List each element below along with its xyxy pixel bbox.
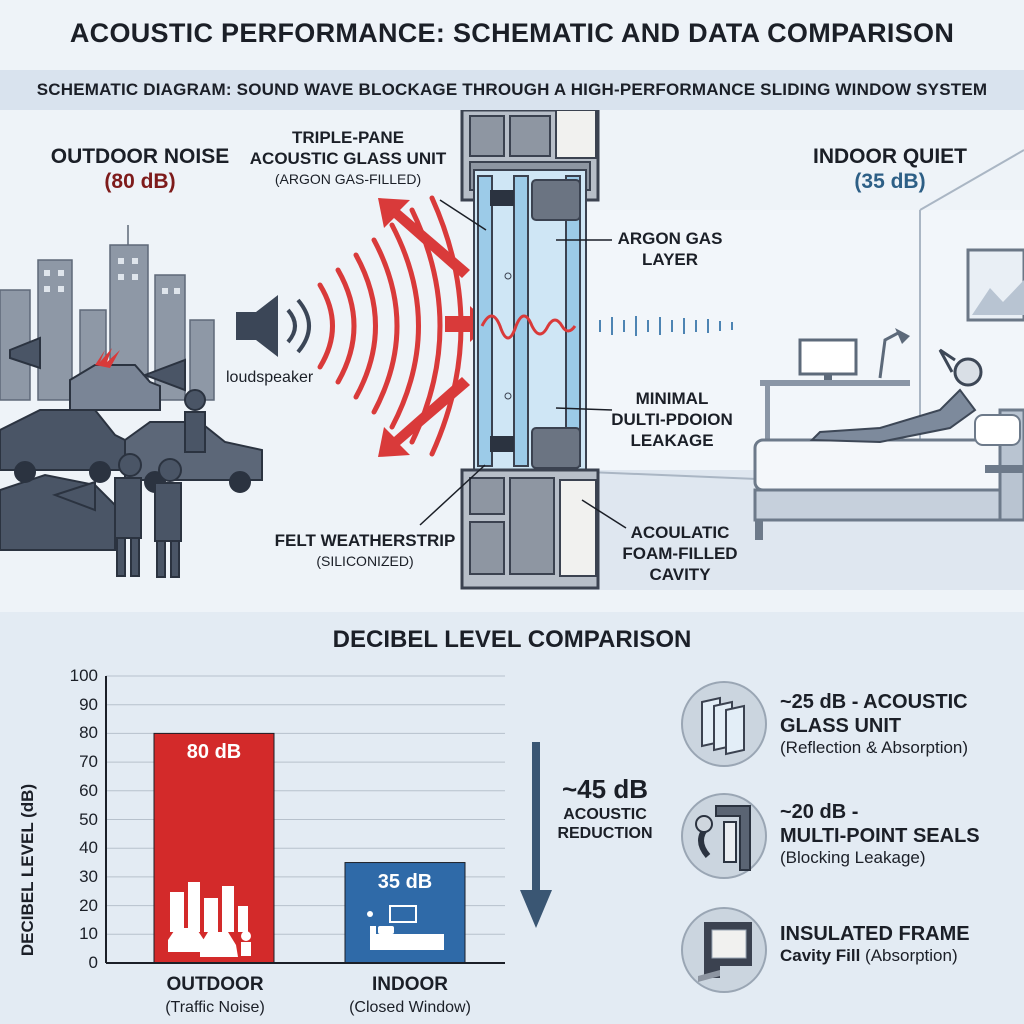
seal-icon (681, 793, 767, 879)
indoor-quiet-level: (35 dB) (854, 170, 926, 193)
felt-weatherstrip-callout: FELT WEATHERSTRIP (SILICONIZED) (274, 531, 456, 569)
y-tick-label: 0 (88, 953, 98, 972)
traffic-illustration (0, 336, 263, 578)
y-tick-label: 40 (79, 838, 98, 858)
category-indoor: INDOOR (Closed Window) (349, 974, 471, 1016)
bedroom-icon (367, 905, 444, 950)
indoor-quiet-label: INDOOR QUIET (812, 145, 967, 168)
y-tick-label: 70 (79, 752, 98, 772)
glass-panes-icon (681, 681, 767, 767)
y-tick-label: 30 (79, 866, 98, 886)
legend-frame: INSULATED FRAME Cavity Fill (Absorption) (780, 923, 970, 965)
argon-gas-callout: ARGON GAS LAYER (617, 229, 723, 269)
loudspeaker-icon (236, 295, 311, 357)
insulated-frame-icon (681, 907, 767, 993)
category-outdoor: OUTDOOR (Traffic Noise) (165, 974, 265, 1016)
transmitted-wave (480, 314, 577, 340)
residual-wave (599, 316, 733, 336)
bar-data-label: 80 dB (186, 741, 242, 764)
city-windows (44, 258, 180, 294)
reduction-arrow (520, 742, 552, 928)
indoor-room-illustration (500, 149, 1024, 590)
diagram-subtitle: SCHEMATIC DIAGRAM: SOUND WAVE BLOCKAGE T… (36, 80, 988, 99)
reduction-callout: ~45 dB ACOUSTIC REDUCTION (557, 774, 653, 842)
y-tick-label: 80 (79, 723, 98, 743)
legend-glass-unit: ~25 dB - ACOUSTIC GLASS UNIT (Reflection… (780, 691, 969, 757)
sound-wave-arcs (317, 195, 464, 457)
window-frame-section (460, 110, 600, 590)
chart-title: DECIBEL LEVEL COMPARISON (332, 626, 692, 653)
y-tick-label: 50 (79, 809, 98, 829)
y-tick-label: 60 (79, 780, 98, 800)
bar-chart (105, 675, 552, 964)
y-tick-label: 90 (79, 694, 98, 714)
bar-data-label: 35 dB (377, 870, 433, 893)
city-traffic-icon (168, 882, 251, 957)
y-tick-label: 20 (79, 895, 98, 915)
page-title: ACOUSTIC PERFORMANCE: SCHEMATIC AND DATA… (69, 18, 955, 48)
foam-cavity-callout: ACOULATIC FOAM-FILLED CAVITY (622, 523, 738, 584)
outdoor-noise-label: OUTDOOR NOISE (50, 145, 230, 168)
y-tick-label: 10 (79, 924, 98, 944)
leakage-callout: MINIMAL DULTI-PDOION LEAKAGE (611, 389, 733, 450)
honk-bolt-icon (95, 348, 120, 368)
loudspeaker-label: loudspeaker (226, 369, 314, 386)
outdoor-noise-level: (80 dB) (104, 170, 176, 193)
schematic-diagram (0, 110, 1024, 590)
glass-unit-callout: TRIPLE-PANE ACOUSTIC GLASS UNIT (ARGON G… (249, 128, 447, 187)
y-tick-label: 100 (69, 666, 98, 685)
subtitle-bar (0, 70, 1024, 110)
callout-leaders (419, 199, 627, 529)
legend-seals: ~20 dB - MULTI-POINT SEALS (Blocking Lea… (780, 801, 980, 867)
